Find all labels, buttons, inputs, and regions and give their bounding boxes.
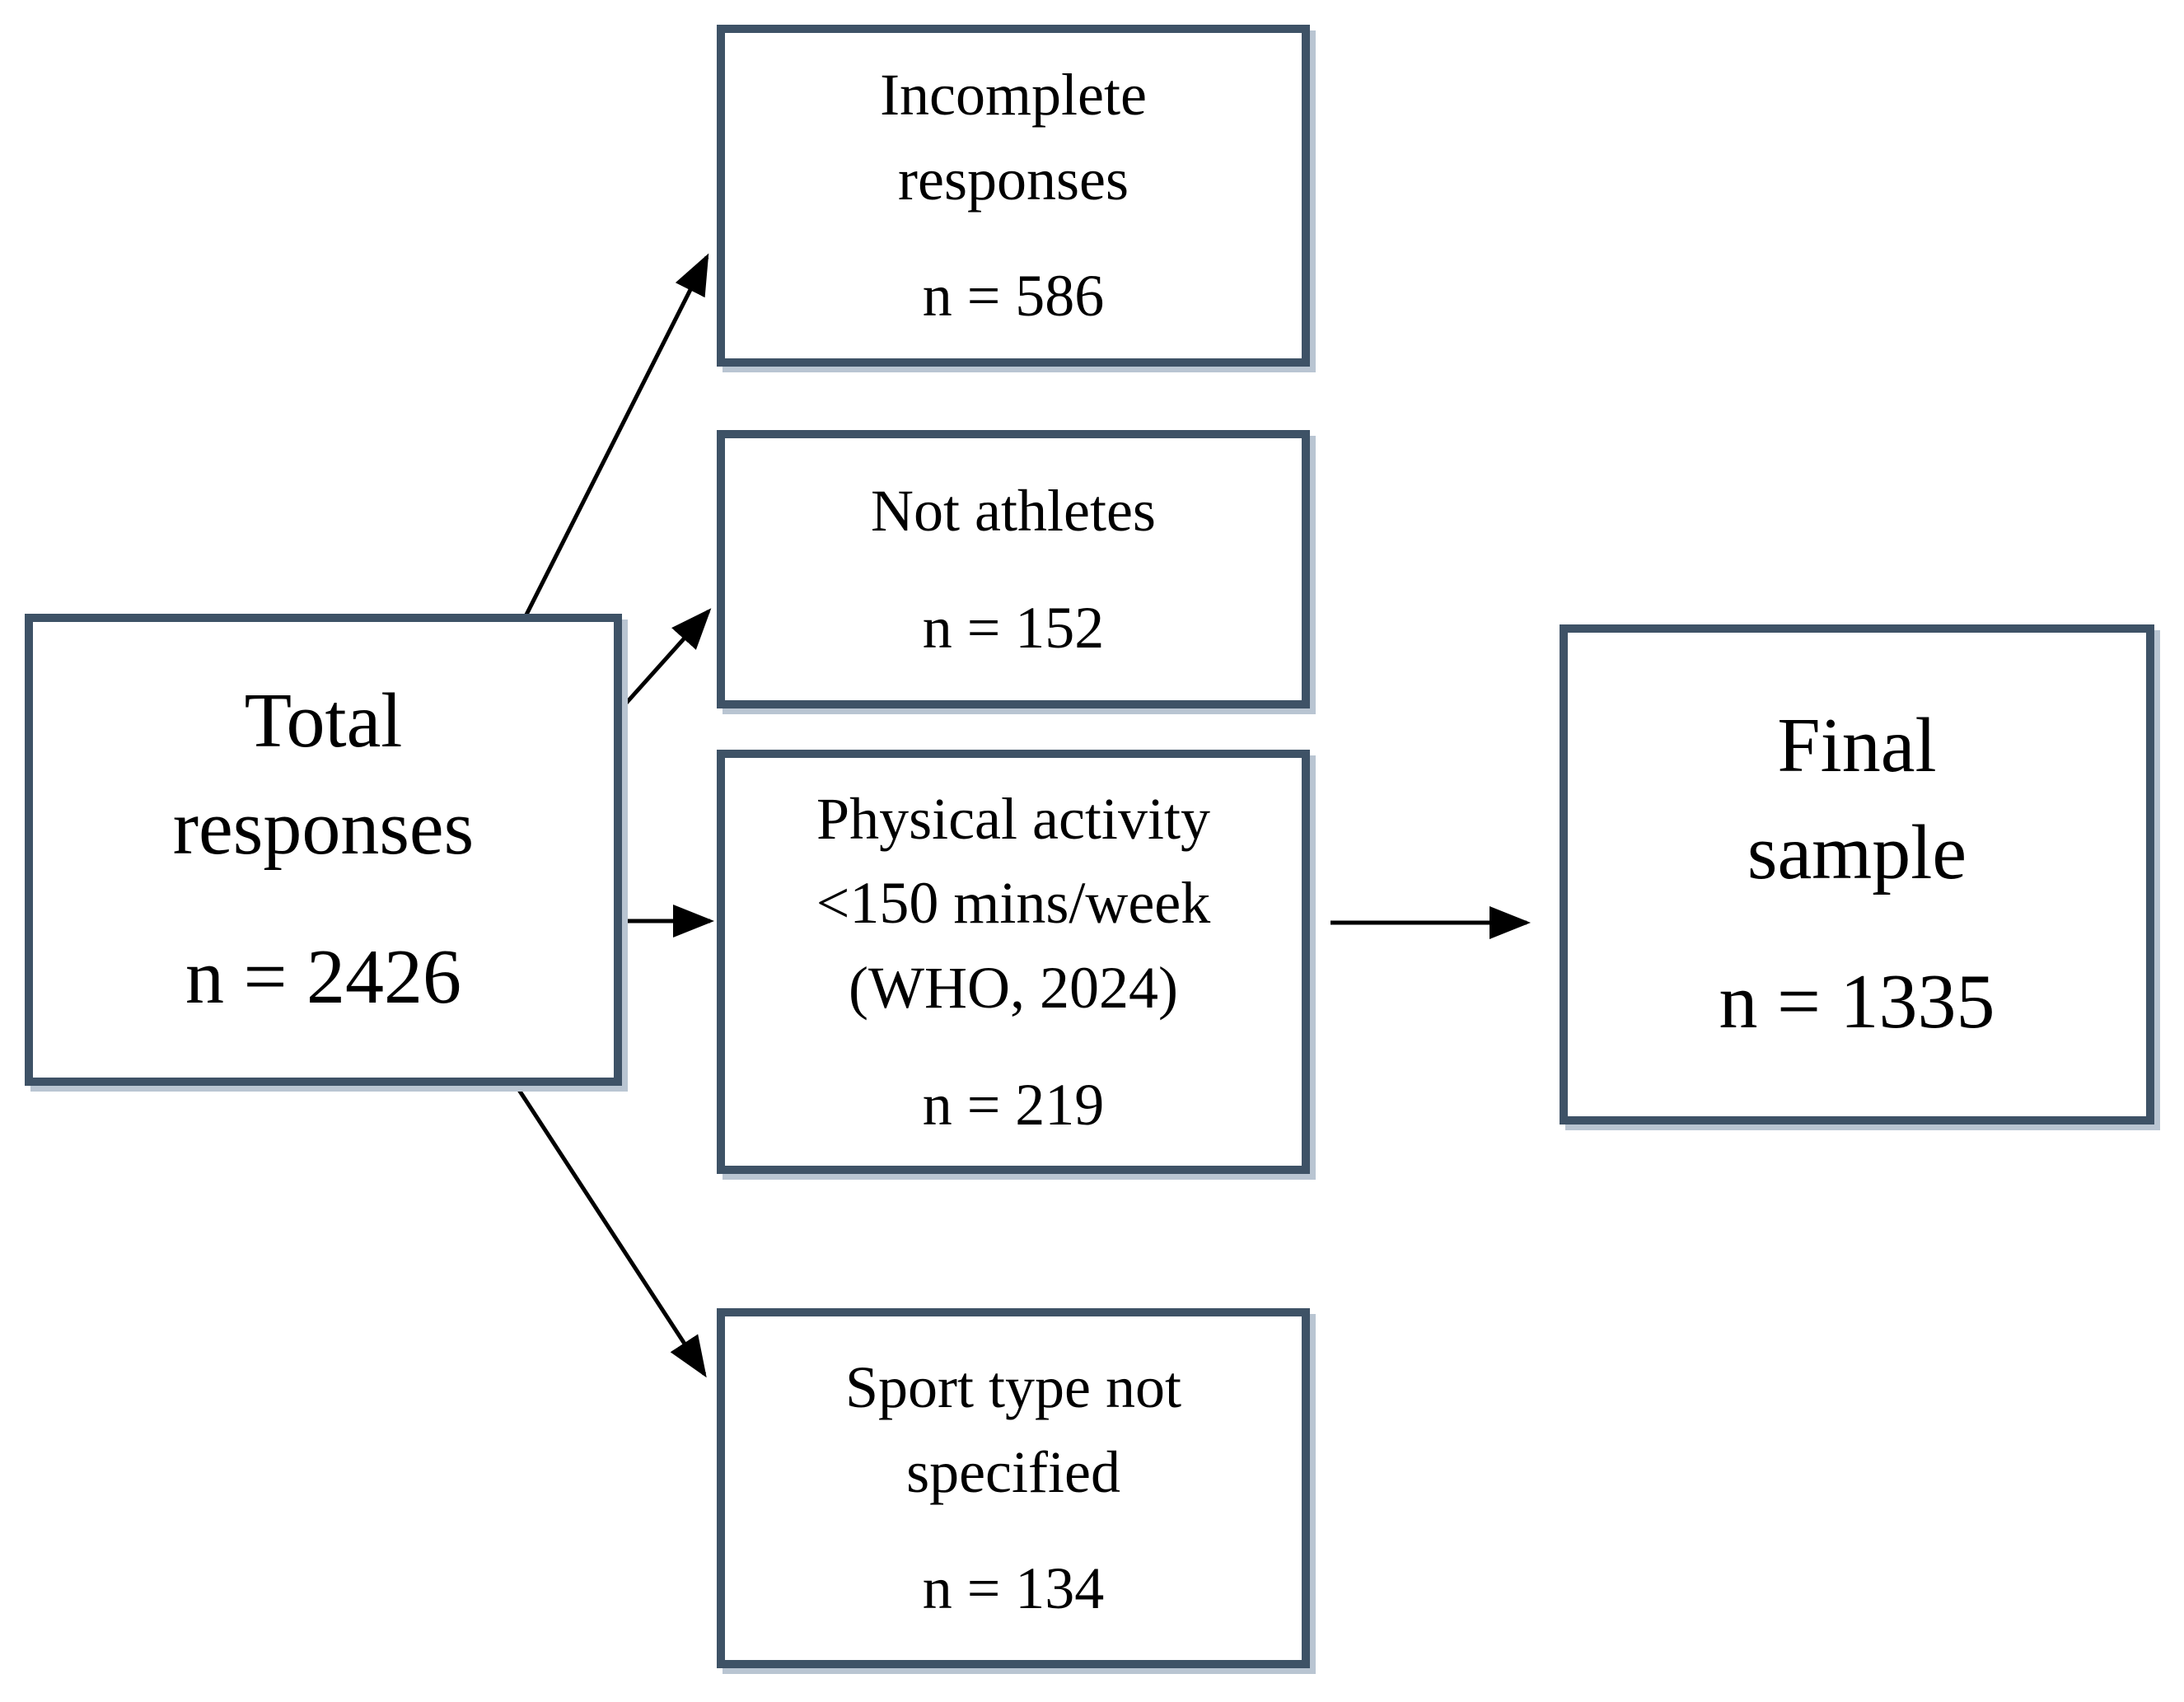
label-line: responses bbox=[898, 146, 1129, 213]
box-not-athletes: Not athletes n = 152 bbox=[717, 430, 1310, 708]
label-line: Total bbox=[244, 678, 403, 764]
arrow-total-to-sport-type bbox=[515, 1086, 707, 1378]
box-sport-type-not-specified: Sport type not specified n = 134 bbox=[717, 1308, 1310, 1668]
box-incomplete-responses-label: Incomplete responses bbox=[880, 53, 1147, 221]
arrow-total-to-incomplete bbox=[522, 253, 709, 620]
box-not-athletes-count: n = 152 bbox=[922, 594, 1105, 661]
label-line: Final bbox=[1777, 703, 1937, 789]
box-sport-type-label: Sport type not specified bbox=[845, 1345, 1181, 1513]
label-line: Incomplete bbox=[880, 62, 1147, 129]
box-final-sample-label: Final sample bbox=[1747, 693, 1967, 906]
box-total-responses-count: n = 2426 bbox=[185, 934, 461, 1021]
label-line: <150 mins/week bbox=[816, 870, 1211, 937]
label-line: responses bbox=[172, 784, 475, 871]
box-incomplete-responses: Incomplete responses n = 586 bbox=[717, 25, 1310, 367]
box-incomplete-responses-count: n = 586 bbox=[922, 263, 1105, 330]
box-physical-activity: Physical activity <150 mins/week (WHO, 2… bbox=[717, 750, 1310, 1174]
label-line: Sport type not bbox=[845, 1354, 1181, 1421]
box-final-sample: Final sample n = 1335 bbox=[1560, 624, 2154, 1125]
label-line: Physical activity bbox=[816, 786, 1210, 853]
box-physical-activity-label: Physical activity <150 mins/week (WHO, 2… bbox=[816, 777, 1211, 1030]
box-sport-type-count: n = 134 bbox=[922, 1555, 1105, 1622]
label-line: specified bbox=[906, 1438, 1120, 1505]
box-total-responses-label: Total responses bbox=[173, 668, 475, 881]
box-final-sample-count: n = 1335 bbox=[1719, 959, 1995, 1045]
label-line: Not athletes bbox=[871, 477, 1156, 544]
box-physical-activity-count: n = 219 bbox=[922, 1071, 1105, 1138]
box-not-athletes-label: Not athletes bbox=[871, 469, 1156, 553]
label-line: sample bbox=[1747, 809, 1967, 895]
label-line: (WHO, 2024) bbox=[849, 954, 1178, 1021]
arrow-total-to-not-athletes bbox=[621, 608, 712, 708]
box-total-responses: Total responses n = 2426 bbox=[25, 614, 622, 1086]
